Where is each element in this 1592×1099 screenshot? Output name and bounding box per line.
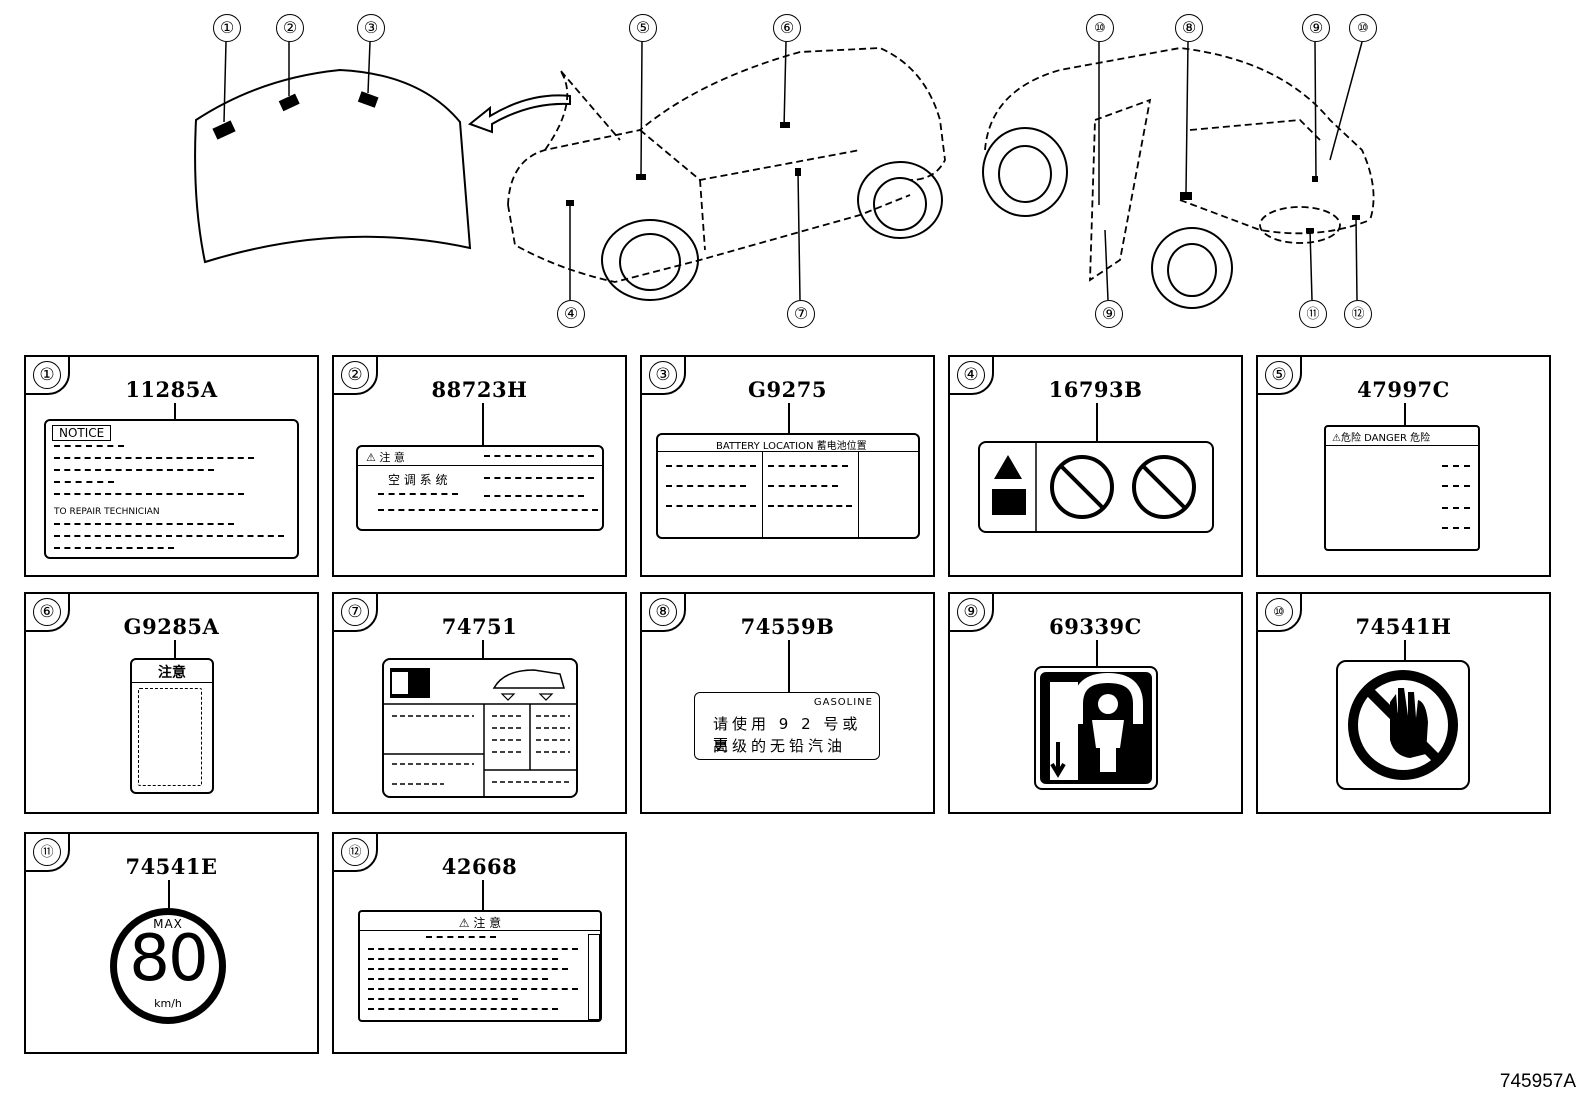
callout-10a: ⑩ bbox=[1086, 14, 1114, 42]
callout-11: ⑪ bbox=[1299, 300, 1327, 328]
callout-5: ⑤ bbox=[629, 14, 657, 42]
panel-tag: ② bbox=[332, 355, 378, 395]
label-11285a: NOTICE TO REPAIR TECHNICIAN bbox=[44, 419, 299, 559]
panel-5: ⑤ 47997C ⚠危险 DANGER 危险 bbox=[1256, 355, 1551, 577]
callout-7: ⑦ bbox=[787, 300, 815, 328]
callout-10b: ⑩ bbox=[1349, 14, 1377, 42]
panel-tag: ⑥ bbox=[24, 592, 70, 632]
panel-6: ⑥ G9285A 注意 bbox=[24, 592, 319, 814]
label-g9275: BATTERY LOCATION 蓄电池位置 bbox=[656, 433, 920, 539]
panel-tag: ③ bbox=[640, 355, 686, 395]
front-car-drawing bbox=[507, 47, 946, 283]
callout-12: ⑫ bbox=[1344, 300, 1372, 328]
panel-tag: ① bbox=[24, 355, 70, 395]
part-number: 11285A bbox=[125, 377, 218, 402]
panel-11: ⑪ 74541E MAX 80 km/h bbox=[24, 832, 319, 1054]
panel-tag: ⑨ bbox=[948, 592, 994, 632]
callout-2: ② bbox=[276, 14, 304, 42]
panel-2: ② 88723H ⚠ 注 意 空 调 系 统 bbox=[332, 355, 627, 577]
callout-9b: ⑨ bbox=[1095, 300, 1123, 328]
panel-3: ③ G9275 BATTERY LOCATION 蓄电池位置 bbox=[640, 355, 935, 577]
callout-1: ① bbox=[213, 14, 241, 42]
label-42668: ⚠ 注 意 bbox=[358, 910, 602, 1022]
panel-8: ⑧ 74559B GASOLINE 请使用 9 2 号或更 高级的无铅汽油 bbox=[640, 592, 935, 814]
part-number: G9275 bbox=[748, 377, 827, 402]
part-number: 74751 bbox=[441, 614, 518, 639]
callout-6: ⑥ bbox=[773, 14, 801, 42]
label-74541h bbox=[1336, 660, 1470, 790]
no-touch-icon bbox=[1348, 670, 1458, 780]
label-16793b bbox=[978, 441, 1214, 533]
part-number: 16793B bbox=[1048, 377, 1143, 402]
hood-drawing bbox=[194, 68, 571, 264]
part-number: G9285A bbox=[123, 614, 220, 639]
part-number: 74541E bbox=[125, 854, 218, 879]
vehicle-illustrations bbox=[194, 41, 1375, 309]
panel-9: ⑨ 69339C bbox=[948, 592, 1243, 814]
label-74751 bbox=[382, 658, 578, 798]
part-number: 88723H bbox=[431, 377, 528, 402]
panel-tag: ⑩ bbox=[1256, 592, 1302, 632]
part-number: 74559B bbox=[740, 614, 835, 639]
panel-1: ① 11285A NOTICE TO REPAIR TECHNICIAN bbox=[24, 355, 319, 577]
panel-7: ⑦ 74751 bbox=[332, 592, 627, 814]
label-47997c: ⚠危险 DANGER 危险 bbox=[1324, 425, 1480, 551]
panel-tag: ④ bbox=[948, 355, 994, 395]
label-88723h: ⚠ 注 意 空 调 系 统 bbox=[356, 445, 604, 531]
part-number: 42668 bbox=[441, 854, 518, 879]
panel-tag: ⑤ bbox=[1256, 355, 1302, 395]
rear-car-wheels bbox=[982, 127, 1233, 309]
panel-tag: ⑦ bbox=[332, 592, 378, 632]
callout-9a: ⑨ bbox=[1302, 14, 1330, 42]
panel-tag: ⑫ bbox=[332, 832, 378, 872]
panel-tag: ⑪ bbox=[24, 832, 70, 872]
part-number: 69339C bbox=[1049, 614, 1142, 639]
callout-4: ④ bbox=[557, 300, 585, 328]
child-lock-icon bbox=[1040, 672, 1152, 784]
callout-8: ⑧ bbox=[1175, 14, 1203, 42]
label-74559b: GASOLINE 请使用 9 2 号或更 高级的无铅汽油 bbox=[694, 692, 880, 760]
panel-tag: ⑧ bbox=[640, 592, 686, 632]
label-g9285a: 注意 bbox=[130, 658, 214, 794]
part-number: 47997C bbox=[1357, 377, 1450, 402]
part-number: 74541H bbox=[1355, 614, 1452, 639]
callout-3: ③ bbox=[357, 14, 385, 42]
panel-4: ④ 16793B bbox=[948, 355, 1243, 577]
front-car-wheels bbox=[601, 161, 943, 301]
drawing-id: 745957A bbox=[1499, 1071, 1576, 1092]
speed-limit-sign: MAX 80 km/h bbox=[110, 908, 226, 1024]
panel-10: ⑩ 74541H bbox=[1256, 592, 1551, 814]
panel-12: ⑫ 42668 ⚠ 注 意 bbox=[332, 832, 627, 1054]
label-69339c bbox=[1034, 666, 1158, 790]
rear-car-drawing bbox=[984, 47, 1375, 282]
